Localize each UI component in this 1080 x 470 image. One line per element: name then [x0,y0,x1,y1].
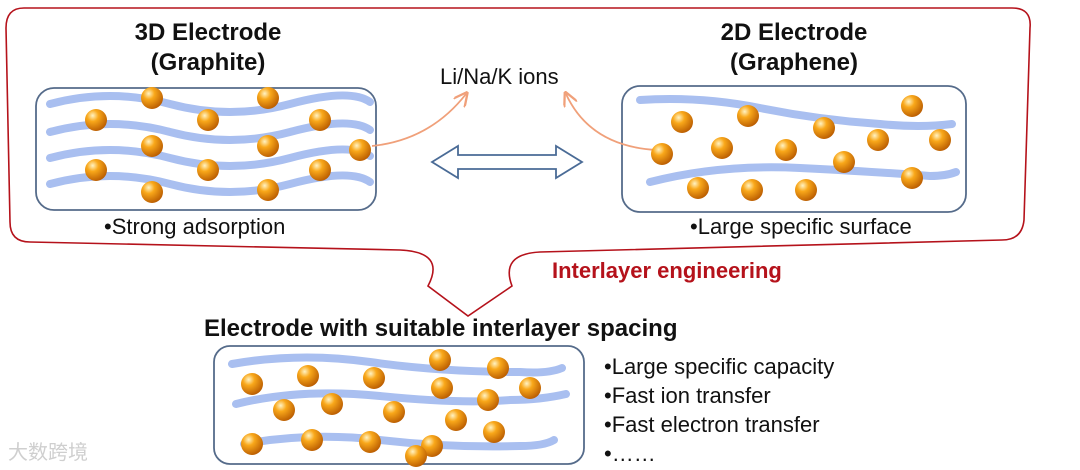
ion-sphere [813,117,835,139]
ion-sphere [383,401,405,423]
bullet-capacity: •Large specific capacity [604,354,835,379]
graphite-caption: •Strong adsorption [104,214,286,239]
carbon-layer [46,171,374,196]
ion-sphere [929,129,951,151]
carbon-layer [232,389,570,408]
carbon-layer [46,145,374,170]
ion-sphere [141,87,163,109]
ion-sphere [833,151,855,173]
ions-label: Li/Na/K ions [440,64,559,89]
watermark: 大数跨境 [8,442,88,464]
ion-sphere [405,445,427,467]
ion-sphere [241,373,263,395]
ion-sphere [363,367,385,389]
bottom-title: Electrode with suitable interlayer spaci… [204,315,678,342]
ion-sphere [141,181,163,203]
ion-sphere [257,179,279,201]
ion-sphere [297,365,319,387]
ion-sphere [901,167,923,189]
ion-sphere [431,377,453,399]
ion-sphere [795,179,817,201]
ion-sphere [321,393,343,415]
bullet-ellipsis: •…… [604,441,656,466]
ion-arrow-right [566,94,657,151]
interlayer-engineering-label: Interlayer engineering [552,258,782,283]
ion-arrow-left [371,94,466,147]
ion-sphere [309,109,331,131]
ion-sphere [241,433,263,455]
graphite-title: 3D Electrode (Graphite) [134,19,282,76]
ion-sphere [359,431,381,453]
ion-sphere [309,159,331,181]
ion-sphere [301,429,323,451]
ion-sphere [483,421,505,443]
ion-sphere [477,389,499,411]
ion-sphere [141,135,163,157]
interlayer-bracket [5,7,1031,317]
ion-sphere [711,137,733,159]
ion-sphere [429,349,451,371]
ion-sphere [775,139,797,161]
bottom-bullet-list: •Large specific capacity •Fast ion trans… [604,352,834,468]
ion-sphere [349,139,371,161]
ion-sphere [519,377,541,399]
ion-sphere [257,87,279,109]
ion-sphere [197,109,219,131]
ion-sphere [687,177,709,199]
ion-sphere [487,357,509,379]
ion-sphere [257,135,279,157]
ion-sphere [85,159,107,181]
carbon-layer [228,353,566,377]
ion-sphere [421,435,443,457]
ion-sphere [651,143,673,165]
ion-sphere [737,105,759,127]
graphene-caption: •Large specific surface [690,214,912,239]
ion-sphere [867,129,889,151]
ion-sphere [85,109,107,131]
ion-sphere [197,159,219,181]
ion-sphere [671,111,693,133]
carbon-layer [46,91,374,116]
graphene-title: 2D Electrode (Graphene) [720,19,868,76]
ions [85,87,951,467]
ion-sphere [445,409,467,431]
ion-sphere [901,95,923,117]
carbon-layer [46,119,374,144]
bullet-electron-transfer: •Fast electron transfer [604,412,820,437]
bullet-ion-transfer: •Fast ion transfer [604,383,771,408]
ion-sphere [273,399,295,421]
ion-sphere [741,179,763,201]
carbon-layer [636,95,956,130]
double-arrow [430,144,584,180]
